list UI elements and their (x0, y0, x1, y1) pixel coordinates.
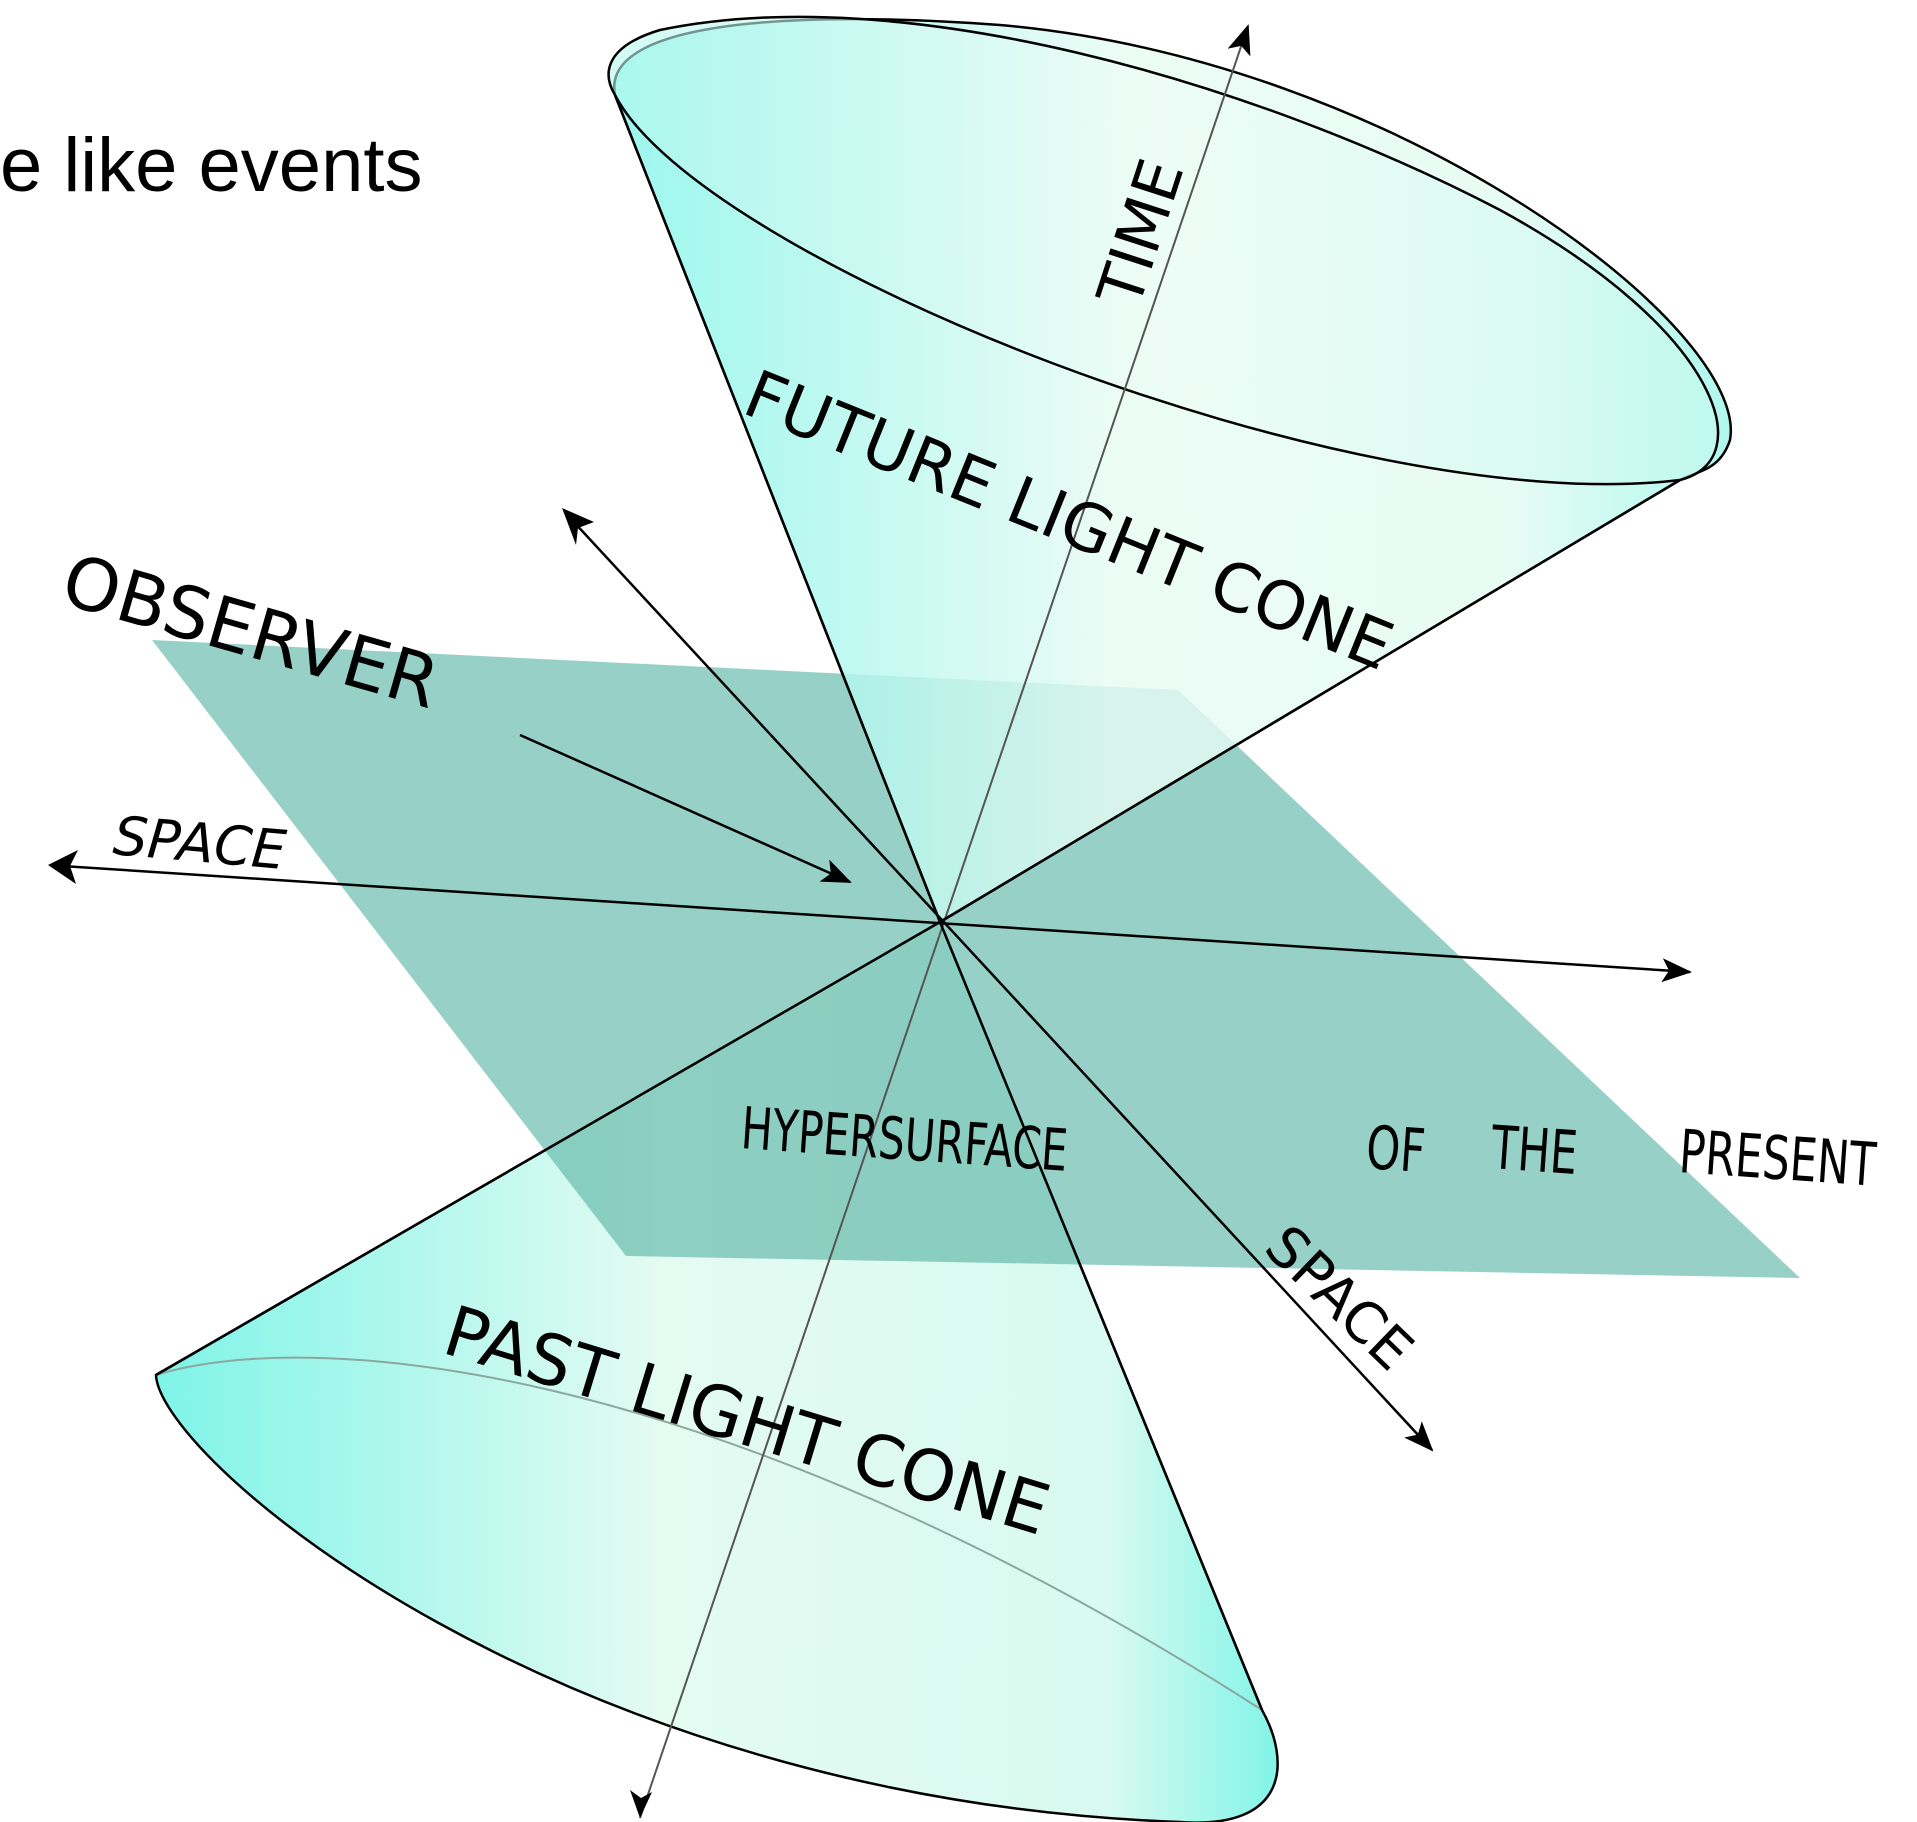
the-label: THE (1488, 1113, 1580, 1189)
space-axis-diagonal (571, 519, 1434, 1452)
space-axis-left-arrow-icon (48, 850, 78, 884)
past-cone-edge-left (155, 920, 941, 1377)
past-cone-edge-right (938, 921, 1264, 1711)
present-label: PRESENT (1677, 1117, 1879, 1201)
space-left-label: SPACE (111, 804, 290, 882)
hypersurface-plane (152, 640, 1800, 1278)
of-label: OF (1364, 1113, 1428, 1187)
observer-pointer-arrow (519, 733, 852, 884)
future-cone-edge-left (613, 94, 942, 923)
future-light-cone (607, 15, 1733, 924)
space-axis-diagonal-back-arrow-icon (562, 508, 594, 545)
future-cone-edge-right (939, 478, 1681, 924)
space-axis-horizontal (61, 864, 1692, 983)
partial-caption-text: e like events (0, 123, 423, 208)
time-axis-bottom-arrow-icon (630, 1790, 652, 1818)
